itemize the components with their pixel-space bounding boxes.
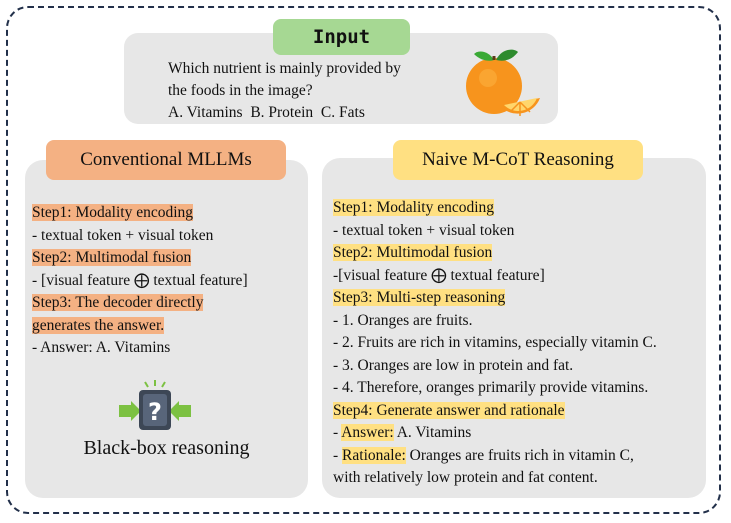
mcot-steps: Step1: Modality encoding - textual token…	[333, 197, 705, 490]
conventional-title: Conventional MLLMs	[46, 140, 286, 180]
black-box-reasoning-label: Black-box reasoning	[83, 437, 250, 459]
mcot-answer-prefix: -	[333, 424, 342, 441]
mcot-answer-label: Answer:	[341, 424, 394, 441]
question-line-2: the foods in the image?	[168, 82, 313, 99]
step3-label-line1: Step3: The decoder directly	[32, 294, 204, 311]
step2-label: Step2: Multimodal fusion	[32, 249, 192, 266]
mcot-step3-label: Step3: Multi-step reasoning	[333, 289, 506, 306]
conventional-steps: Step1: Modality encoding - textual token…	[32, 202, 302, 360]
answer-options: A. Vitamins B. Protein C. Fats	[168, 104, 365, 121]
reasoning-step-4: - 4. Therefore, oranges primarily provid…	[333, 379, 649, 396]
step1-label: Step1: Modality encoding	[32, 204, 194, 221]
input-title: Input	[273, 19, 410, 55]
svg-text:?: ?	[148, 398, 162, 426]
black-box-question-icon: ?	[119, 380, 191, 430]
mcot-rationale-label: Rationale:	[342, 446, 406, 464]
mcot-step1-label: Step1: Modality encoding	[333, 199, 495, 216]
conventional-answer: - Answer: A. Vitamins	[32, 339, 171, 356]
mcot-step2-detail: -[visual feature ⨁ textual feature]	[333, 266, 545, 284]
mcot-rationale-prefix: -	[333, 446, 343, 464]
orange-fruit-icon	[466, 49, 540, 116]
step1-detail: - textual token + visual token	[32, 226, 214, 244]
mcot-rationale-line: - Rationale: Oranges are fruits rich in …	[333, 445, 705, 468]
question-text: Which nutrient is mainly provided by the…	[168, 58, 458, 124]
mcot-rationale-value: Oranges are fruits rich in vitamin C,	[405, 446, 634, 464]
mcot-step2-label: Step2: Multimodal fusion	[333, 244, 493, 261]
step3-label-line2: generates the answer.	[32, 316, 165, 334]
mcot-answer-value: A. Vitamins	[393, 424, 472, 441]
mcot-rationale-line2: with relatively low protein and fat cont…	[333, 469, 598, 486]
mcot-answer-line: - Answer: A. Vitamins	[333, 422, 705, 445]
reasoning-step-2: - 2. Fruits are rich in vitamins, especi…	[333, 334, 657, 351]
mcot-title: Naive M-CoT Reasoning	[393, 140, 643, 180]
mcot-step1-detail: - textual token + visual token	[333, 221, 515, 239]
reasoning-step-1: - 1. Oranges are fruits.	[333, 311, 473, 329]
outer-dashed-frame	[6, 6, 721, 514]
reasoning-step-3: - 3. Oranges are low in protein and fat.	[333, 356, 574, 374]
mcot-step4-label: Step4: Generate answer and rationale	[333, 401, 565, 419]
step2-detail: - [visual feature ⨁ textual feature]	[32, 271, 248, 289]
question-line-1: Which nutrient is mainly provided by	[168, 60, 401, 77]
